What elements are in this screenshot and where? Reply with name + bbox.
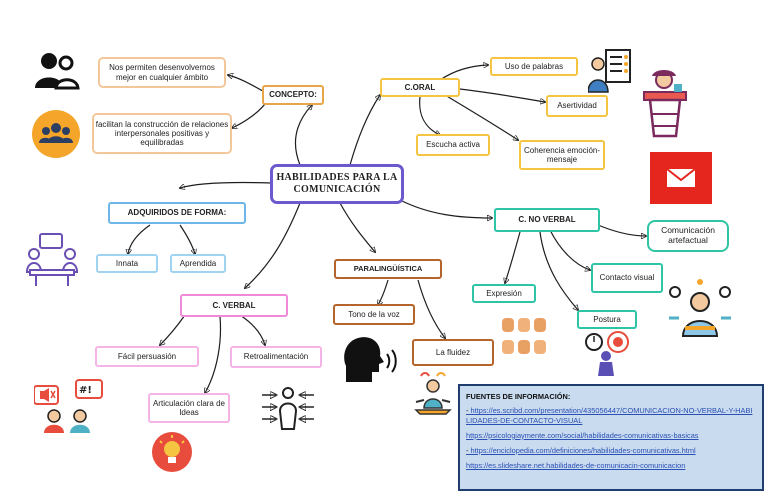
noverbal-item-1: Comunicación artefactual: [647, 220, 729, 252]
concepto-label: CONCEPTO:: [269, 90, 317, 100]
sources-heading: FUENTES DE INFORMACIÓN:: [466, 392, 571, 401]
adquiridos-item-2: Aprendida: [170, 254, 226, 273]
team-icon: [32, 110, 80, 158]
communication-arrows-icon: [262, 387, 314, 430]
adquiridos-label: ADQUIRIDOS DE FORMA:: [127, 208, 227, 218]
source-link-3[interactable]: - https://enciclopedia.com/definiciones/…: [466, 446, 696, 455]
source-link-3-text: https://enciclopedia.com/definiciones/ha…: [470, 446, 696, 455]
oral-item-2-label: Asertividad: [557, 101, 597, 111]
central-title: HABILIDADES PARA LA COMUNICACIÓN: [270, 164, 404, 204]
oral-item-4-label: Coherencia emoción-mensaje: [523, 145, 601, 164]
mute-argument-icon: #!: [34, 379, 103, 433]
noverbal-item-4: Postura: [577, 310, 637, 329]
source-link-4[interactable]: https://es.slideshare.net.habilidades-de…: [466, 461, 686, 471]
idea-bulb-icon: [152, 432, 192, 472]
oral-item-3-label: Escucha activa: [426, 140, 480, 150]
teacher-checklist-icon: [588, 49, 631, 93]
oral-item-1: Uso de palabras: [490, 57, 578, 76]
noverbal-item-1-label: Comunicación artefactual: [661, 225, 715, 245]
source-link-1-text: https://es.scribd.com/presentation/43505…: [466, 406, 753, 425]
verbal-node: C. VERBAL: [180, 294, 288, 317]
source-link-1[interactable]: - https://es.scribd.com/presentation/435…: [466, 406, 753, 425]
paralinguistica-item-1: Tono de la voz: [333, 304, 415, 325]
adquiridos-item-1: Innata: [96, 254, 158, 273]
sources-box: FUENTES DE INFORMACIÓN: - https://es.scr…: [458, 384, 764, 491]
oral-label: C.ORAL: [404, 82, 436, 92]
paralinguistica-item-2: La fluidez: [412, 339, 494, 366]
paralinguistica-item-1-label: Tono de la voz: [348, 309, 400, 319]
noverbal-item-2-label: Contacto visual: [599, 273, 655, 283]
thinking-person-icon: [669, 279, 731, 337]
meeting-table-icon: [26, 233, 78, 286]
adquiridos-node: ADQUIRIDOS DE FORMA:: [108, 202, 246, 224]
hand-gestures-icon: [502, 318, 546, 354]
noverbal-item-4-label: Postura: [593, 314, 621, 324]
noverbal-node: C. NO VERBAL: [494, 208, 600, 232]
svg-text:#!: #!: [79, 385, 92, 396]
adquiridos-item-2-label: Aprendida: [179, 258, 217, 268]
mail-icon: [650, 152, 712, 204]
oral-node: C.ORAL: [380, 78, 460, 97]
paralinguistica-item-2-label: La fluidez: [435, 347, 471, 357]
source-link-2[interactable]: https://psicologiaymente.com/social/habi…: [466, 430, 699, 440]
concepto-node: CONCEPTO:: [262, 85, 324, 105]
concepto-text-2-label: facilitan la construcción de relaciones …: [95, 119, 229, 148]
central-title-text: HABILIDADES PARA LA COMUNICACIÓN: [276, 172, 398, 195]
verbal-item-3-label: Articulación clara de Ideas: [152, 398, 226, 417]
verbal-label: C. VERBAL: [212, 300, 256, 310]
oral-item-4: Coherencia emoción-mensaje: [519, 140, 605, 170]
verbal-item-1: Fácil persuasión: [95, 346, 199, 367]
paralinguistica-label: PARALINGÜÍSTICA: [353, 263, 423, 273]
concepto-text-1: Nos permiten desenvolvernos mejor en cua…: [98, 57, 226, 88]
noverbal-label: C. NO VERBAL: [518, 215, 576, 225]
noverbal-item-3-label: Expresión: [486, 288, 522, 298]
speaking-head-icon: [344, 337, 397, 382]
posture-target-icon: [585, 331, 629, 376]
oral-item-2: Asertividad: [546, 95, 608, 117]
concepto-text-2: facilitan la construcción de relaciones …: [92, 113, 232, 154]
concepto-text-1-label: Nos permiten desenvolvernos mejor en cua…: [109, 63, 215, 82]
user-group-icon: [35, 53, 80, 90]
speaker-podium-icon: [643, 70, 687, 138]
verbal-item-2: Retroalimentación: [230, 346, 322, 368]
oral-item-1-label: Uso de palabras: [504, 61, 564, 71]
verbal-item-2-label: Retroalimentación: [243, 352, 309, 362]
noverbal-item-2: Contacto visual: [591, 263, 663, 293]
verbal-item-3: Articulación clara de Ideas: [148, 393, 230, 423]
oral-item-3: Escucha activa: [416, 134, 490, 156]
meditation-icon: [414, 372, 452, 415]
adquiridos-item-1-label: Innata: [115, 258, 139, 268]
verbal-item-1-label: Fácil persuasión: [117, 351, 177, 361]
paralinguistica-node: PARALINGÜÍSTICA: [334, 259, 442, 279]
noverbal-item-3: Expresión: [472, 284, 536, 303]
